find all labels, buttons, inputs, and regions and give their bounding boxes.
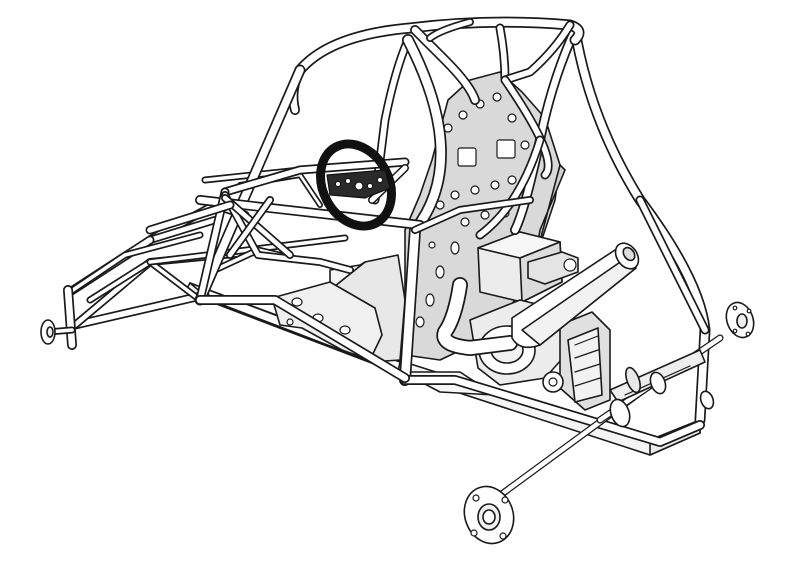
x-brace-b-fill — [227, 197, 273, 258]
rear-hub-left — [463, 485, 515, 545]
roof-rear-cross-fill — [502, 22, 573, 83]
rear-diagonal-fill — [477, 137, 543, 238]
tie-brace-fill — [68, 233, 202, 294]
bearing-hub — [699, 390, 715, 410]
front-bumper-bar-fill — [147, 202, 233, 233]
front-upright-fill — [64, 286, 76, 349]
upper-side-bar-fill — [222, 159, 408, 195]
floor-rail-left-fill — [196, 296, 409, 382]
roof-link-fill — [427, 19, 473, 41]
steering-wheel — [316, 139, 409, 231]
x-brace-a-fill — [222, 195, 293, 258]
rear-hub-right — [725, 301, 755, 339]
seat-cross-bar-fill — [412, 197, 533, 233]
upper-a-arm-rear-fill — [147, 217, 218, 243]
roll-cage — [145, 16, 711, 447]
bearing-hub — [609, 398, 631, 428]
roof-cross-fill — [411, 26, 479, 104]
rear-stay-fill — [637, 197, 708, 333]
tie-rod-fill — [148, 236, 347, 264]
muffler — [436, 242, 640, 356]
brake-disc — [625, 366, 641, 394]
wheel-hubs — [40, 301, 755, 545]
bearing-hub — [649, 371, 667, 395]
lower-control-arm-fill — [72, 292, 208, 328]
floor-rail-right-fill — [401, 376, 704, 446]
front-hub — [40, 319, 56, 345]
sprocket — [542, 371, 564, 393]
